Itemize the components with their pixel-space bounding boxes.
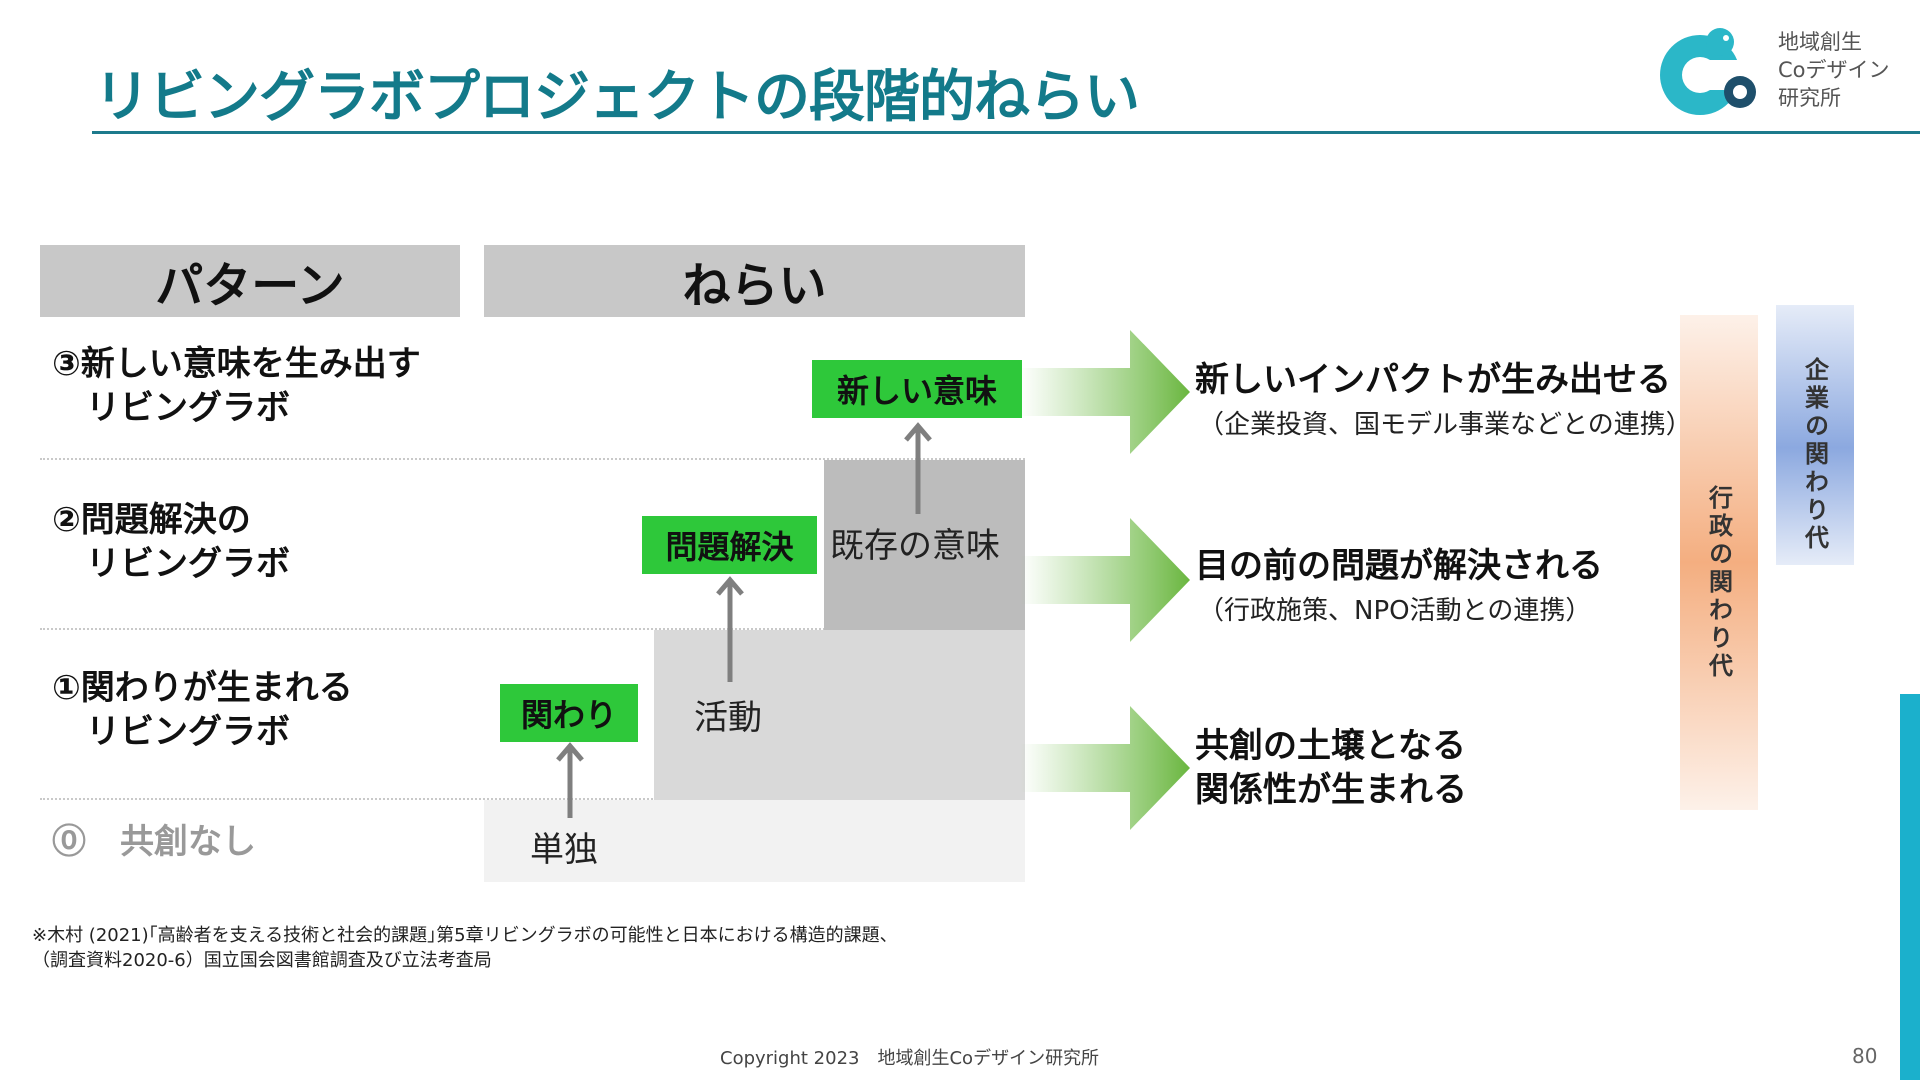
step-block-alone [484, 800, 1025, 882]
pattern-label-2: ②問題解決の リビングラボ [52, 500, 290, 584]
arrow-up-icon [904, 422, 932, 514]
page-title: リビングラボプロジェクトの段階的ねらい [94, 65, 1140, 130]
pattern-label-1: ①関わりが生まれる リビングラボ [52, 668, 353, 752]
row-separator [40, 458, 1025, 460]
arrow-up-icon [716, 576, 744, 682]
footnote: ※木村 (2021)｢高齢者を支える技術と社会的課題｣第5章リビングラボの可能性… [32, 925, 898, 971]
copyright: Copyright 2023 地域創生Coデザイン研究所 [720, 1048, 1100, 1069]
aim-new-meaning: 新しい意味 [812, 360, 1022, 418]
aim-activity: 活動 [694, 698, 762, 738]
logo-icon [1652, 20, 1762, 120]
page-number: 80 [1852, 1044, 1878, 1068]
step-block-activity [654, 630, 1025, 800]
row-separator [40, 628, 1025, 630]
aim-problem-solving: 問題解決 [642, 516, 817, 574]
pattern-label-3: ③新しい意味を生み出す リビングラボ [52, 344, 421, 428]
government-involvement-label: 行政の関わり代 [1704, 485, 1733, 681]
step-block-existing [824, 460, 1025, 630]
pattern-header: パターン [40, 245, 460, 317]
aim-involvement: 関わり [500, 684, 638, 742]
row-separator [40, 798, 1025, 800]
government-involvement-bar: 行政の関わり代 [1680, 315, 1758, 810]
company-involvement-bar: 企業の関わり代 [1776, 305, 1854, 565]
arrow-right-icon [1020, 330, 1190, 454]
arrow-right-icon [1020, 518, 1190, 642]
aim-existing-meaning: 既存の意味 [830, 526, 1000, 566]
pattern-label-0: ⓪ 共創なし [52, 822, 256, 862]
aim-alone: 単独 [530, 830, 598, 870]
logo-text: 地域創生 Coデザイン 研究所 [1778, 30, 1890, 110]
title-divider [92, 131, 1920, 134]
outcome-main-problem-solved: 目の前の問題が解決される [1195, 546, 1603, 586]
aim-header: ねらい [484, 245, 1025, 317]
outcome-main-new-impact: 新しいインパクトが生み出せる [1195, 360, 1671, 400]
accent-bar [1900, 694, 1920, 1080]
outcome-sub-problem-solved: （行政施策、NPO活動との連携） [1198, 596, 1592, 626]
outcome-main-relationship: 共創の土壌となる 関係性が生まれる [1195, 726, 1467, 810]
arrow-up-icon [556, 742, 584, 818]
arrow-right-icon [1020, 706, 1190, 830]
company-involvement-label: 企業の関わり代 [1800, 357, 1829, 553]
outcome-sub-new-impact: （企業投資、国モデル事業などとの連携） [1198, 410, 1692, 440]
